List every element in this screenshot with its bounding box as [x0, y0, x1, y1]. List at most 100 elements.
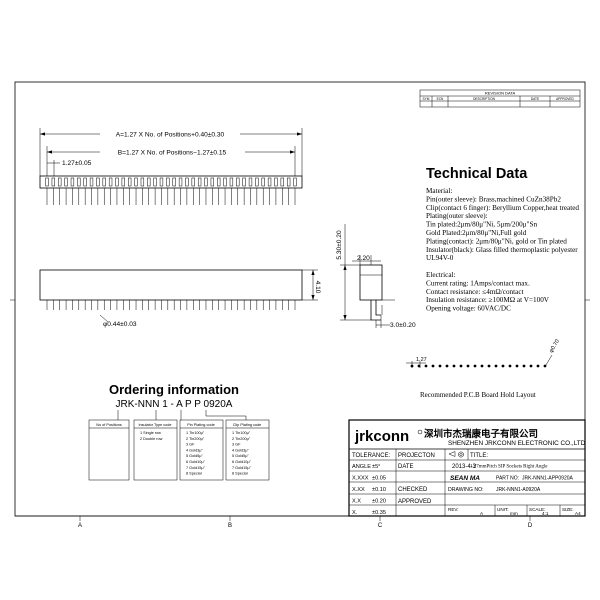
top-pin-socket — [89, 177, 94, 187]
drawing-no-label: DRAWING NO: — [448, 487, 484, 493]
tolerance-value: ±0.05 — [372, 476, 386, 482]
technical-line: Current rating: 1Amps/contact max. — [426, 279, 530, 287]
ordering-option: 3 GF — [232, 443, 241, 447]
pcb-caption: Recommended P.C.B Board Hold Layout — [420, 391, 536, 399]
ordering-option: 1 Single row — [140, 431, 161, 435]
unit-value: mm — [510, 511, 518, 516]
rev-value: A — [480, 511, 484, 516]
scale-value: 4:1 — [542, 511, 549, 516]
company-name-en: SHENZHEN JRKCONN ELECTRONIC CO.,LTD — [448, 440, 586, 447]
pcb-pitch-label: 1.27 — [416, 357, 427, 363]
top-pin-socket — [96, 177, 100, 187]
ordering-option: 1 Tin100μ" — [232, 431, 251, 435]
ordering-option: 5 Gold5μ" — [232, 454, 249, 458]
tolerance-label: TOLERANCE: — [352, 453, 391, 459]
pcb-hole — [501, 364, 505, 368]
rev-col-date: DATE — [531, 97, 539, 101]
ordering-option: 8 Special — [232, 472, 248, 476]
part-no-label: PART NO: — [496, 476, 519, 482]
technical-line: Clip(contact 6 finger): Beryllium Copper… — [426, 204, 579, 212]
ordering-option: 5 Gold5μ" — [186, 454, 203, 458]
technical-line: Insulator(black): Glass filled thermopla… — [426, 246, 578, 254]
ordering-info: Ordering information JRK-NNN 1 - A P P 0… — [88, 382, 270, 481]
top-pin-socket — [147, 177, 151, 187]
ordering-option: 2 Double row — [140, 437, 163, 441]
top-pin-socket — [108, 177, 113, 187]
ordering-title: Ordering information — [109, 382, 239, 397]
top-pin-socket — [64, 177, 68, 187]
pcb-hole — [480, 364, 484, 368]
top-pin-socket — [115, 177, 119, 187]
top-pin-socket — [185, 177, 189, 187]
pcb-hole — [445, 364, 449, 368]
pcb-hole — [473, 364, 477, 368]
top-pin-socket — [58, 177, 62, 187]
top-pin-socket — [172, 177, 176, 187]
technical-line: Electrical: — [426, 271, 456, 279]
technical-line: UL94V-0 — [426, 254, 454, 262]
pcb-hole — [438, 364, 442, 368]
pcb-hole — [452, 364, 456, 368]
top-pin-socket — [242, 177, 246, 187]
top-pin-socket — [267, 177, 272, 187]
pcb-hole — [487, 364, 491, 368]
tolerance-key: X.X — [352, 499, 361, 505]
date-value: 2013-4-3 — [452, 464, 477, 470]
technical-line: Insulation resistance: ≥100MΩ at V=100V — [426, 296, 550, 304]
top-pin-socket — [210, 177, 214, 187]
ordering-option: 4 Gold3μ" — [232, 448, 249, 452]
pcb-hole — [543, 364, 547, 368]
revision-table: REVISION DATA SYM ECN DESCRIPTION DATE A… — [419, 89, 581, 108]
dim-height-label: 5.30±0.20 — [336, 230, 343, 260]
top-pin-socket — [293, 177, 297, 187]
ordering-option: 7 Gold15μ" — [186, 466, 206, 470]
technical-line: Plating(contact): 2μm/80μ"Ni, gold or Ti… — [426, 237, 567, 245]
ordering-option: 8 Special — [186, 472, 202, 476]
technical-data: Technical Data Material:Pin(outer sleeve… — [426, 166, 579, 313]
top-pin-socket — [280, 177, 284, 187]
top-pin-socket — [248, 177, 253, 187]
top-pin-socket — [197, 177, 202, 187]
rev-col-sym: SYM — [423, 97, 430, 101]
revision-title: REVISION DATA — [485, 91, 516, 96]
top-pin-socket — [77, 177, 81, 187]
pcb-hole — [508, 364, 512, 368]
tolerance-value: ±5° — [372, 464, 380, 470]
part-no-value: JRK-NNN1-APP0920A — [522, 476, 574, 482]
company-name-cn: 深圳市杰瑞康电子有限公司 — [424, 428, 538, 440]
dim-410-label: 4.10 — [314, 281, 321, 294]
top-pin-socket — [217, 177, 221, 187]
technical-line: Pin(outer sleeve): Brass,machined CuZn38… — [426, 195, 561, 203]
top-pin-socket — [223, 177, 227, 187]
pcb-hole — [536, 364, 540, 368]
rev-col-description: DESCRIPTION — [473, 97, 495, 101]
dim-220-label: 2.20 — [357, 255, 370, 262]
top-pin-socket — [134, 177, 138, 187]
checked-label: CHECKED — [398, 487, 428, 493]
pcb-hole — [494, 364, 498, 368]
box4-title: Clip Plating code — [233, 423, 262, 427]
top-pin-socket — [121, 177, 125, 187]
ordering-option: 6 Gold10μ" — [232, 460, 252, 464]
title-value: 1.27mmPitch SIP Sockets Right Angle — [470, 465, 548, 470]
tolerance-key: X.XXX — [352, 476, 369, 482]
top-view: A=1.27 X No. of Positions+0.40±0.30 B=1.… — [39, 128, 303, 205]
top-pin-socket — [45, 177, 49, 187]
frame-letter-b: B — [228, 523, 232, 529]
technical-line: Opening voltage: 60VAC/DC — [426, 305, 511, 313]
title-block: jrkconn 深圳市杰瑞康电子有限公司 SHENZHEN JRKCONN EL… — [348, 419, 586, 517]
front-view: 4.10 φ0.44±0.03 — [39, 269, 321, 328]
technical-line: Plating(outer sleeve): — [426, 212, 488, 220]
top-pin-socket — [261, 177, 265, 187]
pcb-hole — [459, 364, 463, 368]
dim-pin-label: φ0.44±0.03 — [103, 321, 137, 328]
side-view: 5.30±0.20 2.20 3.0±0.20 — [336, 224, 416, 329]
company-logo: jrkconn — [354, 428, 409, 445]
technical-line: Gold Plated:2μm/80μ"Ni,Full gold — [426, 229, 527, 237]
frame-letter-a: A — [78, 523, 82, 529]
top-pin-socket — [191, 177, 195, 187]
size-label: SIZE: — [562, 507, 574, 512]
scale-label: SCALE: — [529, 507, 545, 512]
top-pin-socket — [140, 177, 145, 187]
